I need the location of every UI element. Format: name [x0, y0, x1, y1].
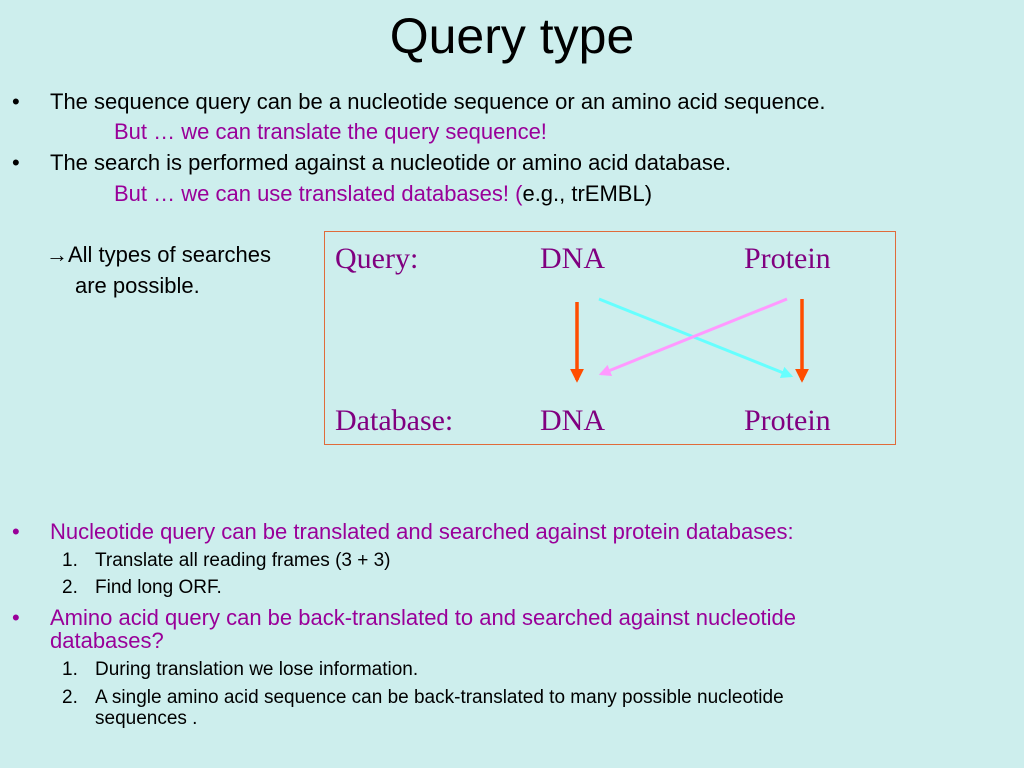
conclusion-text-1: All types of searches: [68, 242, 271, 267]
slide-title: Query type: [389, 8, 635, 64]
bullet-symbol: •: [12, 519, 20, 544]
right-arrow-icon: →: [46, 242, 68, 267]
item-back-translated-cont: sequences .: [95, 708, 198, 729]
bullet-search-database: The search is performed against a nucleo…: [50, 150, 732, 175]
bullet-symbol: •: [12, 150, 20, 175]
sub-translated-databases-colored: But … we can use translated databases! (: [114, 181, 523, 206]
item-back-translated: A single amino acid sequence can be back…: [95, 687, 784, 708]
list-number: 1.: [62, 659, 78, 680]
database-protein: Protein: [744, 404, 831, 437]
database-label: Database:: [335, 404, 454, 437]
query-label: Query:: [335, 242, 419, 275]
item-lose-information: During translation we lose information.: [95, 659, 419, 680]
list-number: 2.: [62, 577, 78, 598]
conclusion-line-2: are possible.: [75, 273, 200, 298]
query-protein: Protein: [744, 242, 831, 275]
bullet-query-sequence: The sequence query can be a nucleotide s…: [50, 89, 826, 114]
list-number: 1.: [62, 550, 78, 571]
sub-translate-query: But … we can translate the query sequenc…: [114, 119, 547, 144]
bullet-symbol: •: [12, 605, 20, 630]
bullet-nucleotide-query: Nucleotide query can be translated and s…: [50, 519, 794, 544]
bullet-amino-acid-query-line2: databases?: [50, 628, 164, 653]
protein-query-to-dna-db-arrow: [598, 297, 788, 376]
bullet-symbol: •: [12, 89, 20, 114]
database-dna: DNA: [540, 404, 605, 437]
conclusion-line-1: →All types of searches: [46, 242, 271, 268]
item-translate-frames: Translate all reading frames (3 + 3): [95, 550, 391, 571]
query-dna: DNA: [540, 242, 605, 275]
bullet-amino-acid-query-line1: Amino acid query can be back-translated …: [50, 605, 797, 630]
search-types-diagram: Query: DNA Protein Database: DNA Protein: [324, 231, 896, 445]
sub-translated-databases-example: e.g., trEMBL): [522, 181, 653, 206]
list-number: 2.: [62, 687, 78, 708]
diagram-arrows: [570, 297, 809, 383]
sub-translated-databases: But … we can use translated databases! (…: [114, 181, 652, 207]
item-find-orf: Find long ORF.: [95, 577, 222, 598]
